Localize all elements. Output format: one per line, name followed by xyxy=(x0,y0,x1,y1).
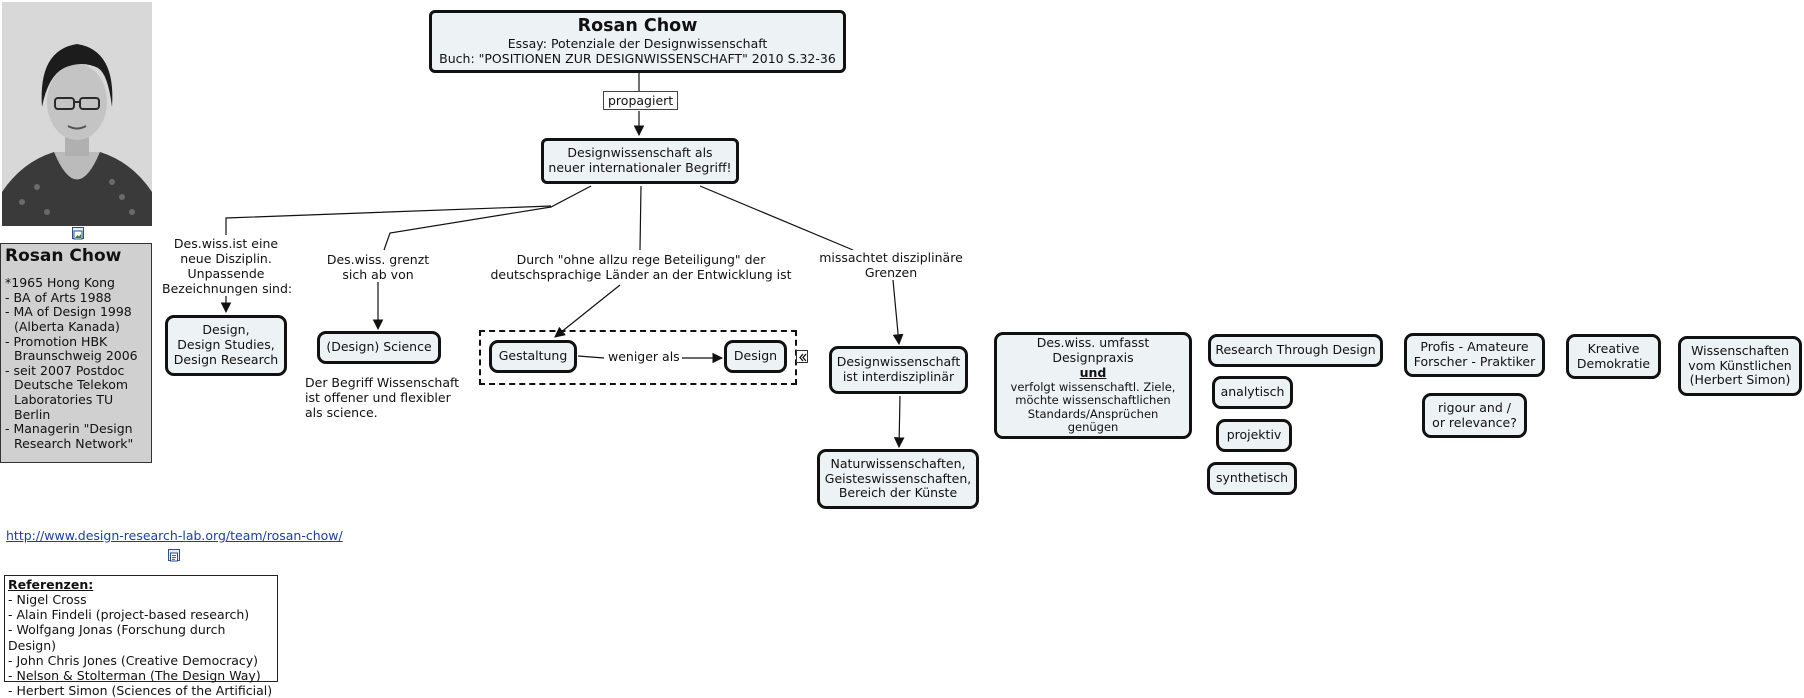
link-label-weniger-als: weniger als xyxy=(608,349,680,364)
design-science-node[interactable]: (Design) Science xyxy=(317,331,441,364)
root-title: Rosan Chow xyxy=(577,16,698,37)
wissenschaften-kuenstlichen-node[interactable]: Wissenschaften vom Künstlichen (Herbert … xyxy=(1678,336,1802,396)
bio-item: - Promotion HBK Braunschweig 2006 xyxy=(5,333,138,364)
designpraxis-node[interactable]: Des.wiss. umfasst Designpraxis und verfo… xyxy=(994,332,1192,439)
bio-panel: Rosan Chow *1965 Hong Kong - BA of Arts … xyxy=(0,243,152,463)
reference-item: - Herbert Simon (Sciences of the Artific… xyxy=(8,682,273,698)
reference-item: - Nigel Cross xyxy=(8,592,87,608)
profile-link[interactable]: http://www.design-research-lab.org/team/… xyxy=(6,528,343,543)
center-line: neuer internationaler Begriff! xyxy=(548,160,732,175)
reference-item: - Alain Findeli (project-based research) xyxy=(8,607,250,623)
analytisch-node[interactable]: analytisch xyxy=(1212,376,1293,409)
branch-label-grenzt: Des.wiss. grenzt sich ab von xyxy=(322,252,434,282)
document-attachment-icon[interactable] xyxy=(168,549,180,562)
portrait-photo xyxy=(2,2,152,226)
collapse-arrow-icon[interactable] xyxy=(796,350,808,363)
projektiv-node[interactable]: projektiv xyxy=(1216,419,1292,452)
naturwissenschaften-node[interactable]: Naturwissenschaften, Geisteswissenschaft… xyxy=(817,449,979,509)
root-node[interactable]: Rosan Chow Essay: Potenziale der Designw… xyxy=(429,10,846,73)
interdisziplinaer-node[interactable]: Designwissenschaft ist interdisziplinär xyxy=(829,346,968,394)
design-node[interactable]: Design xyxy=(724,340,787,373)
branch-label-disziplin: Des.wiss.ist eine neue Disziplin. Unpass… xyxy=(162,236,293,296)
bio-item: *1965 Hong Kong xyxy=(5,275,115,290)
root-book: Buch: "POSITIONEN ZUR DESIGNWISSENSCHAFT… xyxy=(439,50,836,66)
bio-item: - Managerin "Design Research Network" xyxy=(5,421,134,451)
reference-item: - Nelson & Stolterman (The Design Way) xyxy=(8,667,261,683)
gestaltung-node[interactable]: Gestaltung xyxy=(489,340,577,373)
reference-item: - John Chris Jones (Creative Democracy) xyxy=(8,652,259,668)
root-essay: Essay: Potenziale der Designwissenschaft xyxy=(507,36,768,52)
profis-amateure-node[interactable]: Profis - Amateure Forscher - Praktiker xyxy=(1404,333,1545,377)
references-box: Referenzen: - Nigel Cross - Alain Findel… xyxy=(4,575,278,698)
reference-item: - Wolfgang Jonas (Forschung durch Design… xyxy=(8,622,226,653)
design-studies-node[interactable]: Design, Design Studies, Design Research xyxy=(165,315,287,376)
kreative-demokratie-node[interactable]: Kreative Demokratie xyxy=(1566,334,1661,379)
bio-item: - seit 2007 Postdoc Deutsche Telekom Lab… xyxy=(5,362,129,422)
center-node[interactable]: Designwissenschaft als neuer internation… xyxy=(541,138,739,184)
research-through-design-node[interactable]: Research Through Design xyxy=(1208,334,1383,367)
references-title: Referenzen: xyxy=(8,577,94,592)
branch-label-missachtet: missachtet disziplinäre Grenzen xyxy=(816,250,966,280)
bio-item: - MA of Design 1998 (Alberta Kanada) xyxy=(5,304,132,334)
center-line: Designwissenschaft als xyxy=(567,145,713,161)
branch-label-beteiligung: Durch "ohne allzu rege Beteiligung" der … xyxy=(488,252,794,282)
link-label-propagiert: propagiert xyxy=(603,91,679,110)
bio-item: - BA of Arts 1988 xyxy=(5,289,112,305)
rigour-relevance-node[interactable]: rigour and / or relevance? xyxy=(1422,393,1527,438)
science-note: Der Begriff Wissenschaft ist offener und… xyxy=(305,375,460,420)
bio-name: Rosan Chow xyxy=(5,246,122,266)
synthetisch-node[interactable]: synthetisch xyxy=(1207,462,1297,495)
image-attachment-icon[interactable] xyxy=(72,227,84,240)
